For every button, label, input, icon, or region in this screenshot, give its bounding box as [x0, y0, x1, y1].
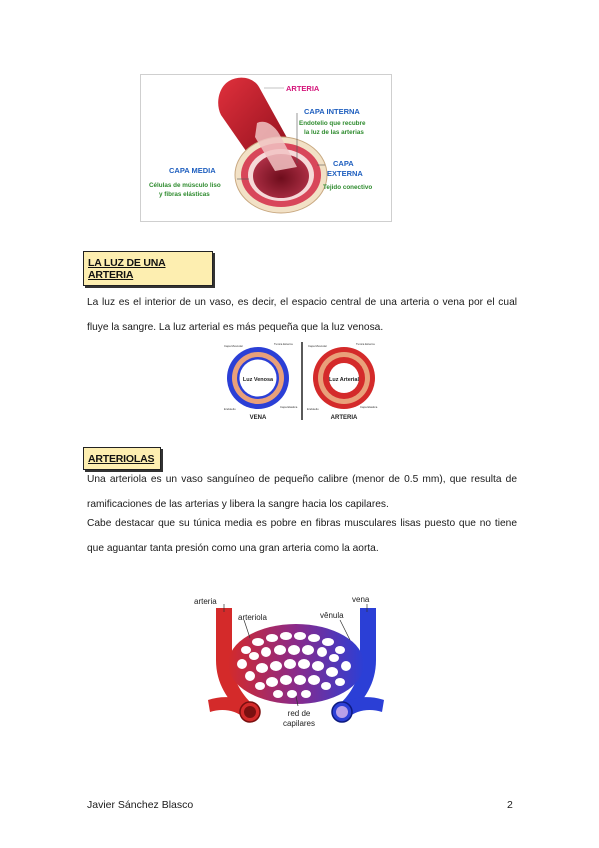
- artery-layers-figure: ARTERIA CAPA INTERNA Endotelio que recub…: [140, 74, 392, 222]
- footer-author: Javier Sánchez Blasco: [87, 799, 194, 811]
- label-arteria-net: arteria: [194, 597, 217, 606]
- desc-capa-interna-2: la luz de las arterias: [304, 129, 364, 136]
- small-label-endotelio-a: Endotelio: [307, 407, 319, 411]
- arteria-center-label: Luz Arterial: [329, 377, 360, 383]
- label-venula: vênula: [320, 611, 344, 620]
- footer-page-number: 2: [507, 799, 513, 811]
- section-heading-luz-text: LA LUZ DE UNA ARTERIA: [88, 257, 166, 281]
- paragraph-arteriolas-1: Una arteriola es un vaso sanguíneo de pe…: [87, 474, 517, 510]
- desc-capa-media-2: y fibras elásticas: [159, 191, 210, 198]
- desc-capa-media-1: Células de músculo liso: [149, 182, 221, 189]
- paragraph-arteriolas-2: Cabe destacar que su túnica media es pob…: [87, 518, 517, 554]
- section-heading-arteriolas: ARTERIOLAS: [83, 447, 161, 470]
- arteria-label: ARTERIA: [331, 415, 358, 421]
- capillary-network-illustration: arteria arteriola vena vênula red de cap…: [194, 595, 384, 728]
- small-label-tunica-externa-v: Tunica Externa: [274, 342, 293, 346]
- label-capa-interna: CAPA INTERNA: [304, 107, 360, 116]
- label-vena-net: vena: [352, 595, 370, 604]
- desc-capa-externa: Tejido conectivo: [323, 184, 372, 191]
- label-arteria: ARTERIA: [286, 84, 320, 93]
- small-label-endotelio-v: Endotelio: [224, 407, 236, 411]
- small-label-capa-muscular-a: Capa Muscular: [308, 344, 327, 348]
- small-label-capa-muscular-v: Capa Muscular: [224, 344, 243, 348]
- label-red-de: red de: [288, 709, 311, 718]
- small-label-capa-elastica-v: Capa Elastica: [280, 405, 298, 409]
- vena-center-label: Luz Venosa: [243, 377, 274, 383]
- label-capa-externa-1: CAPA: [333, 159, 354, 168]
- section-heading-luz: LA LUZ DE UNA ARTERIA: [83, 251, 213, 286]
- desc-capa-interna-1: Endotelio que recubre: [299, 120, 366, 127]
- label-arteriola: arteriola: [238, 613, 267, 622]
- vein-artery-illustration: Luz Venosa VENA Luz Arterial ARTERIA Cap…: [224, 342, 378, 421]
- small-label-tunica-externa-a: Tunica Externa: [356, 342, 375, 346]
- small-label-capa-elastica-a: Capa Elastica: [360, 405, 378, 409]
- label-capa-media: CAPA MEDIA: [169, 166, 216, 175]
- vein-artery-figure: Luz Venosa VENA Luz Arterial ARTERIA Cap…: [222, 340, 382, 422]
- vena-label: VENA: [250, 415, 267, 421]
- section-heading-arteriolas-text: ARTERIOLAS: [88, 453, 155, 465]
- label-capilares: capilares: [283, 719, 315, 728]
- paragraph-luz: La luz es el interior de un vaso, es dec…: [87, 297, 517, 333]
- label-capa-externa-2: EXTERNA: [327, 169, 363, 178]
- capillary-network-figure: arteria arteriola vena vênula red de cap…: [186, 590, 406, 740]
- artery-layers-illustration: ARTERIA CAPA INTERNA Endotelio que recub…: [149, 77, 372, 214]
